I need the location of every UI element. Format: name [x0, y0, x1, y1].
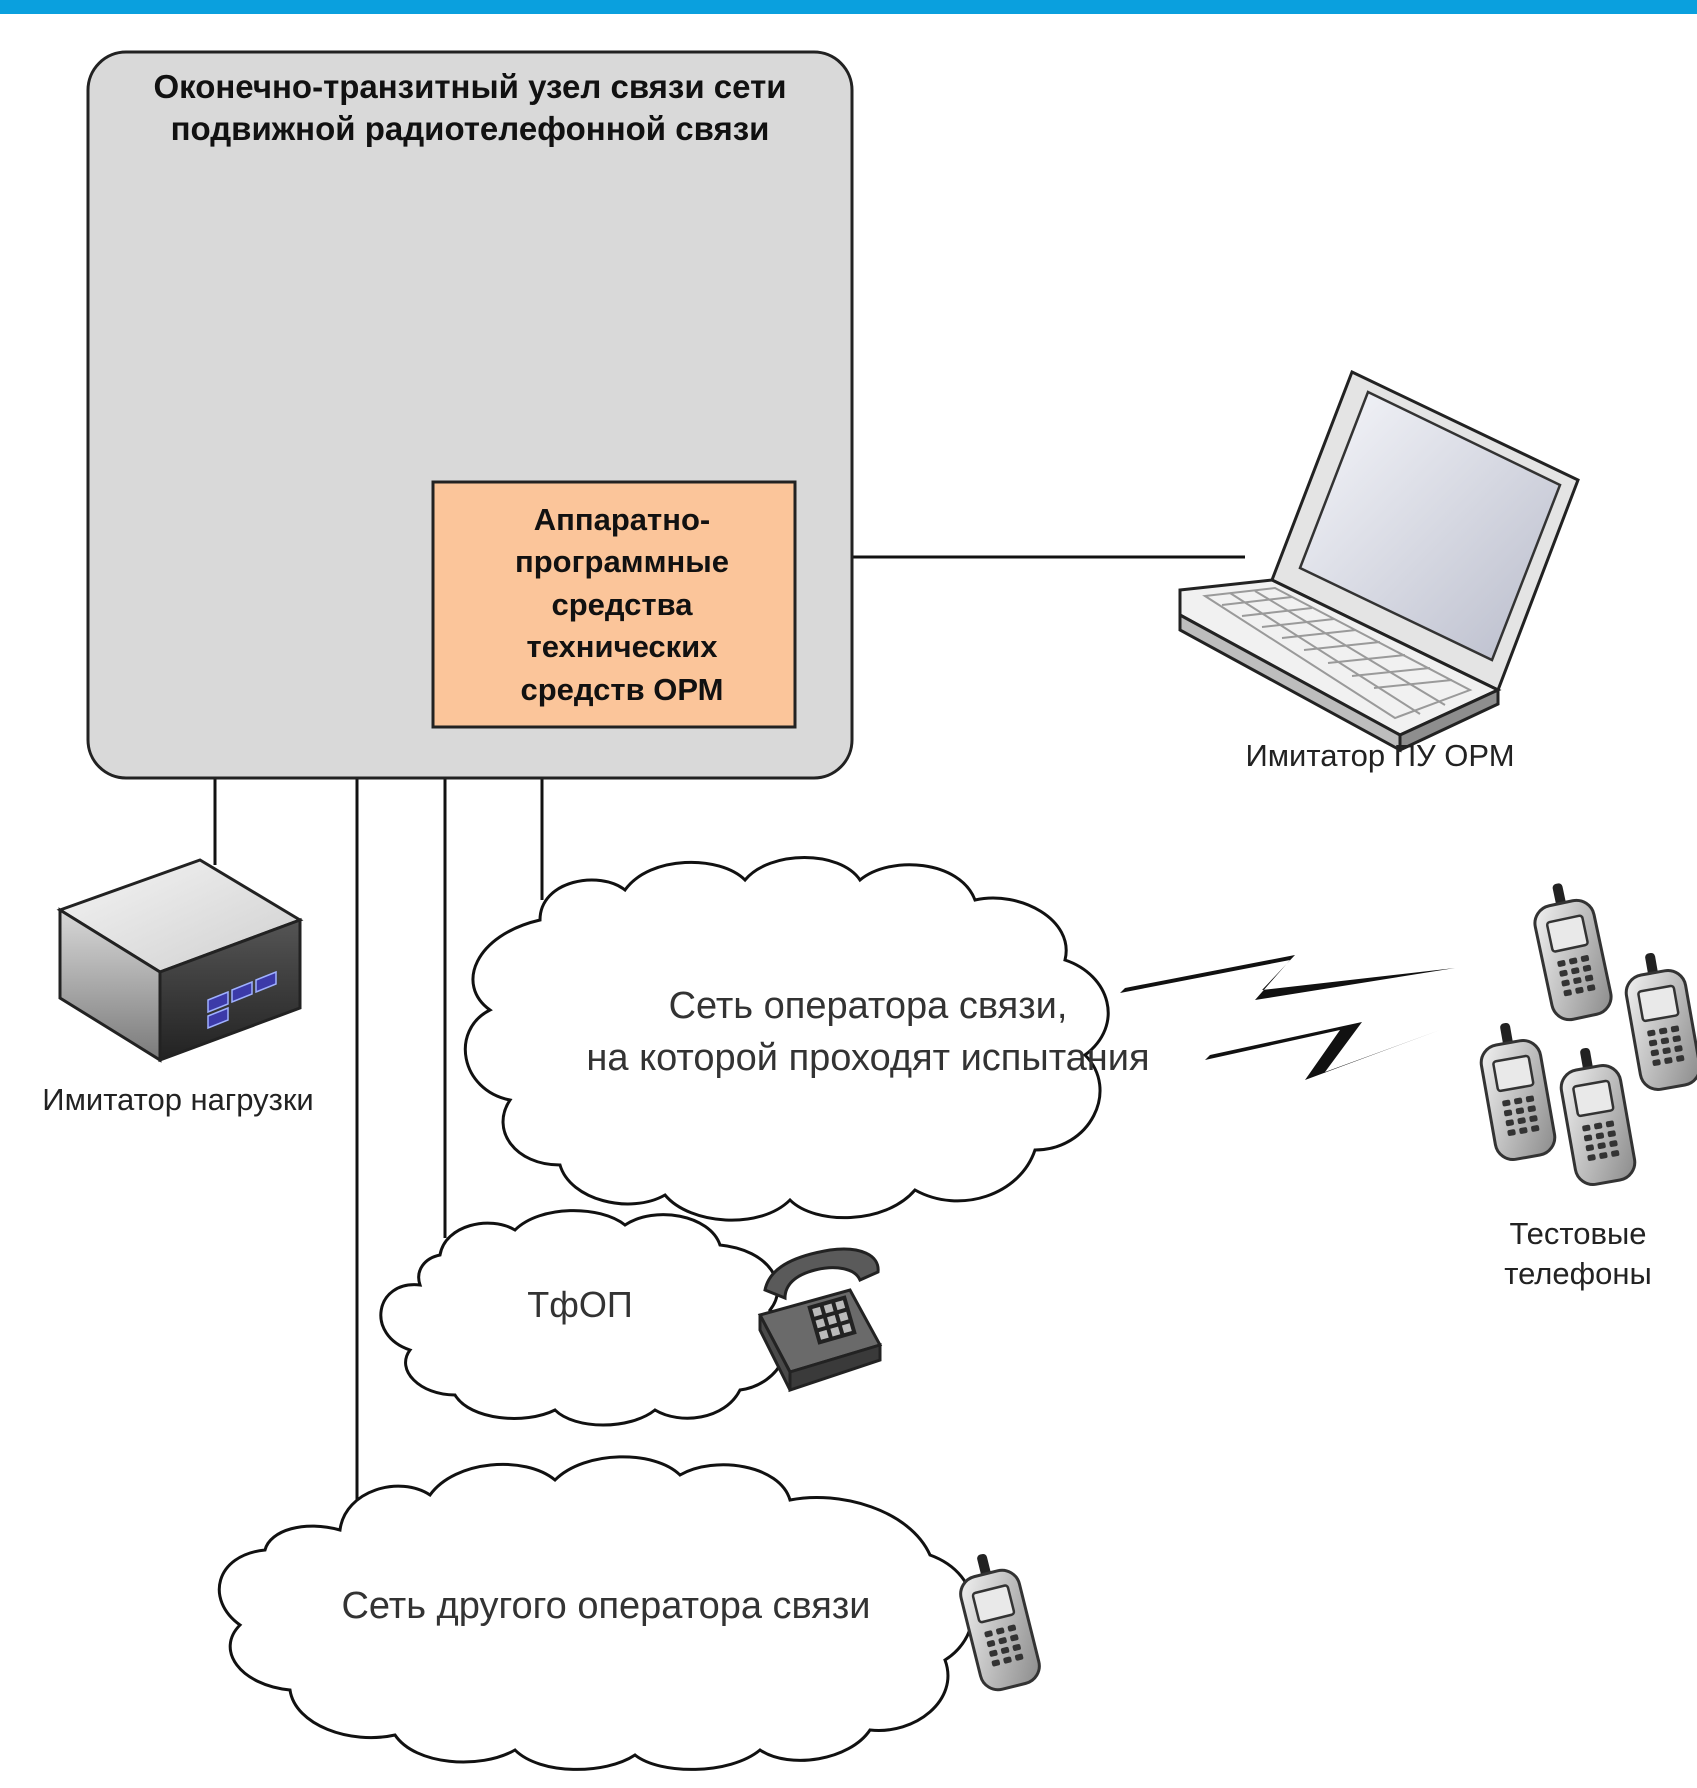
other-operator-label: Сеть другого оператора связи	[341, 1585, 870, 1627]
pstn-cloud[interactable]: ТфОП	[379, 1209, 789, 1427]
operator-cloud-line-1: Сеть оператора связи,	[669, 985, 1068, 1027]
mobile-phone-icon	[1553, 1041, 1640, 1189]
mobile-phone-icon	[1525, 875, 1616, 1025]
orm-box-line-2: программные	[515, 544, 729, 579]
load-label: Имитатор нагрузки	[42, 1082, 313, 1117]
mobile-phone-icon	[1473, 1016, 1560, 1164]
test-phones-label-line-1: Тестовые	[1509, 1216, 1646, 1251]
orm-box[interactable]: Аппаратно- программные средства техничес…	[431, 480, 797, 729]
other-operator-cloud[interactable]: Сеть другого оператора связи	[217, 1455, 975, 1771]
laptop-icon[interactable]	[1178, 369, 1580, 753]
orm-box-line-4: технических	[527, 629, 719, 664]
test-phones-group[interactable]	[1473, 875, 1697, 1189]
laptop-label: Имитатор ПУ ОРМ	[1245, 738, 1514, 773]
operator-cloud-line-2: на которой проходят испытания	[586, 1037, 1149, 1079]
load-simulator-icon[interactable]	[56, 858, 304, 1063]
mobile-phone-icon[interactable]	[950, 1545, 1045, 1696]
pstn-label: ТфОП	[527, 1284, 633, 1325]
node-title-line-1: Оконечно-транзитный узел связи сети	[153, 68, 786, 105]
mobile-phone-icon	[1618, 946, 1697, 1094]
top-accent-bar	[0, 0, 1697, 14]
connections	[213, 555, 1245, 1520]
test-phones-label-line-2: телефоны	[1504, 1256, 1652, 1291]
desk-phone-icon[interactable]	[757, 1247, 883, 1393]
orm-box-line-1: Аппаратно-	[534, 502, 710, 537]
radio-link-icon	[1120, 955, 1455, 1080]
orm-box-line-5: средств ОРМ	[521, 672, 724, 707]
orm-box-line-3: средства	[552, 587, 694, 622]
node-title-line-2: подвижной радиотелефонной связи	[171, 110, 770, 147]
operator-network-cloud[interactable]: Сеть оператора связи, на которой проходя…	[463, 856, 1150, 1222]
